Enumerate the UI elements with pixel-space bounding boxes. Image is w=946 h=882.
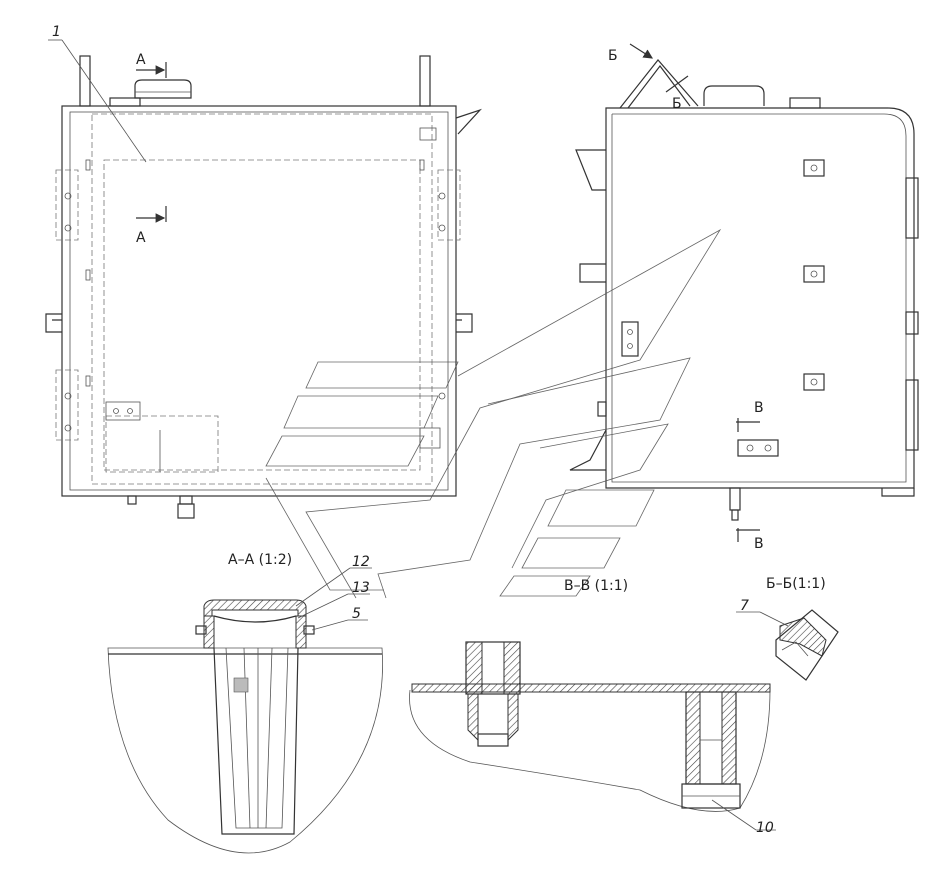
section-title-aa: А–А (1:2): [228, 552, 292, 568]
section-aa: А–А (1:2) 12 13 5: [107, 552, 383, 854]
section-title-vv: В–В (1:1): [564, 578, 628, 594]
callout-1: 1: [52, 24, 61, 40]
callout-5: 5: [352, 606, 361, 622]
section-mark-b-top: Б: [608, 48, 618, 64]
section-mark-b-bottom: Б: [672, 96, 682, 112]
callout-10: 10: [756, 820, 774, 836]
callout-12: 12: [352, 554, 370, 570]
section-mark-a-bottom: А: [136, 230, 146, 246]
watermark-shape: [265, 228, 722, 599]
callout-7: 7: [740, 598, 749, 614]
section-mark-a-top: А: [136, 52, 146, 68]
section-title-bb: Б–Б(1:1): [766, 576, 826, 592]
section-vv: В–В (1:1) 10: [409, 578, 776, 836]
section-bb: Б–Б(1:1) 7: [736, 576, 839, 681]
front-view: А А 1: [45, 24, 483, 519]
section-mark-v-bottom: В: [754, 536, 764, 552]
side-view: Б Б В В: [569, 43, 919, 552]
callout-13: 13: [352, 580, 370, 596]
section-mark-v-top: В: [754, 400, 764, 416]
